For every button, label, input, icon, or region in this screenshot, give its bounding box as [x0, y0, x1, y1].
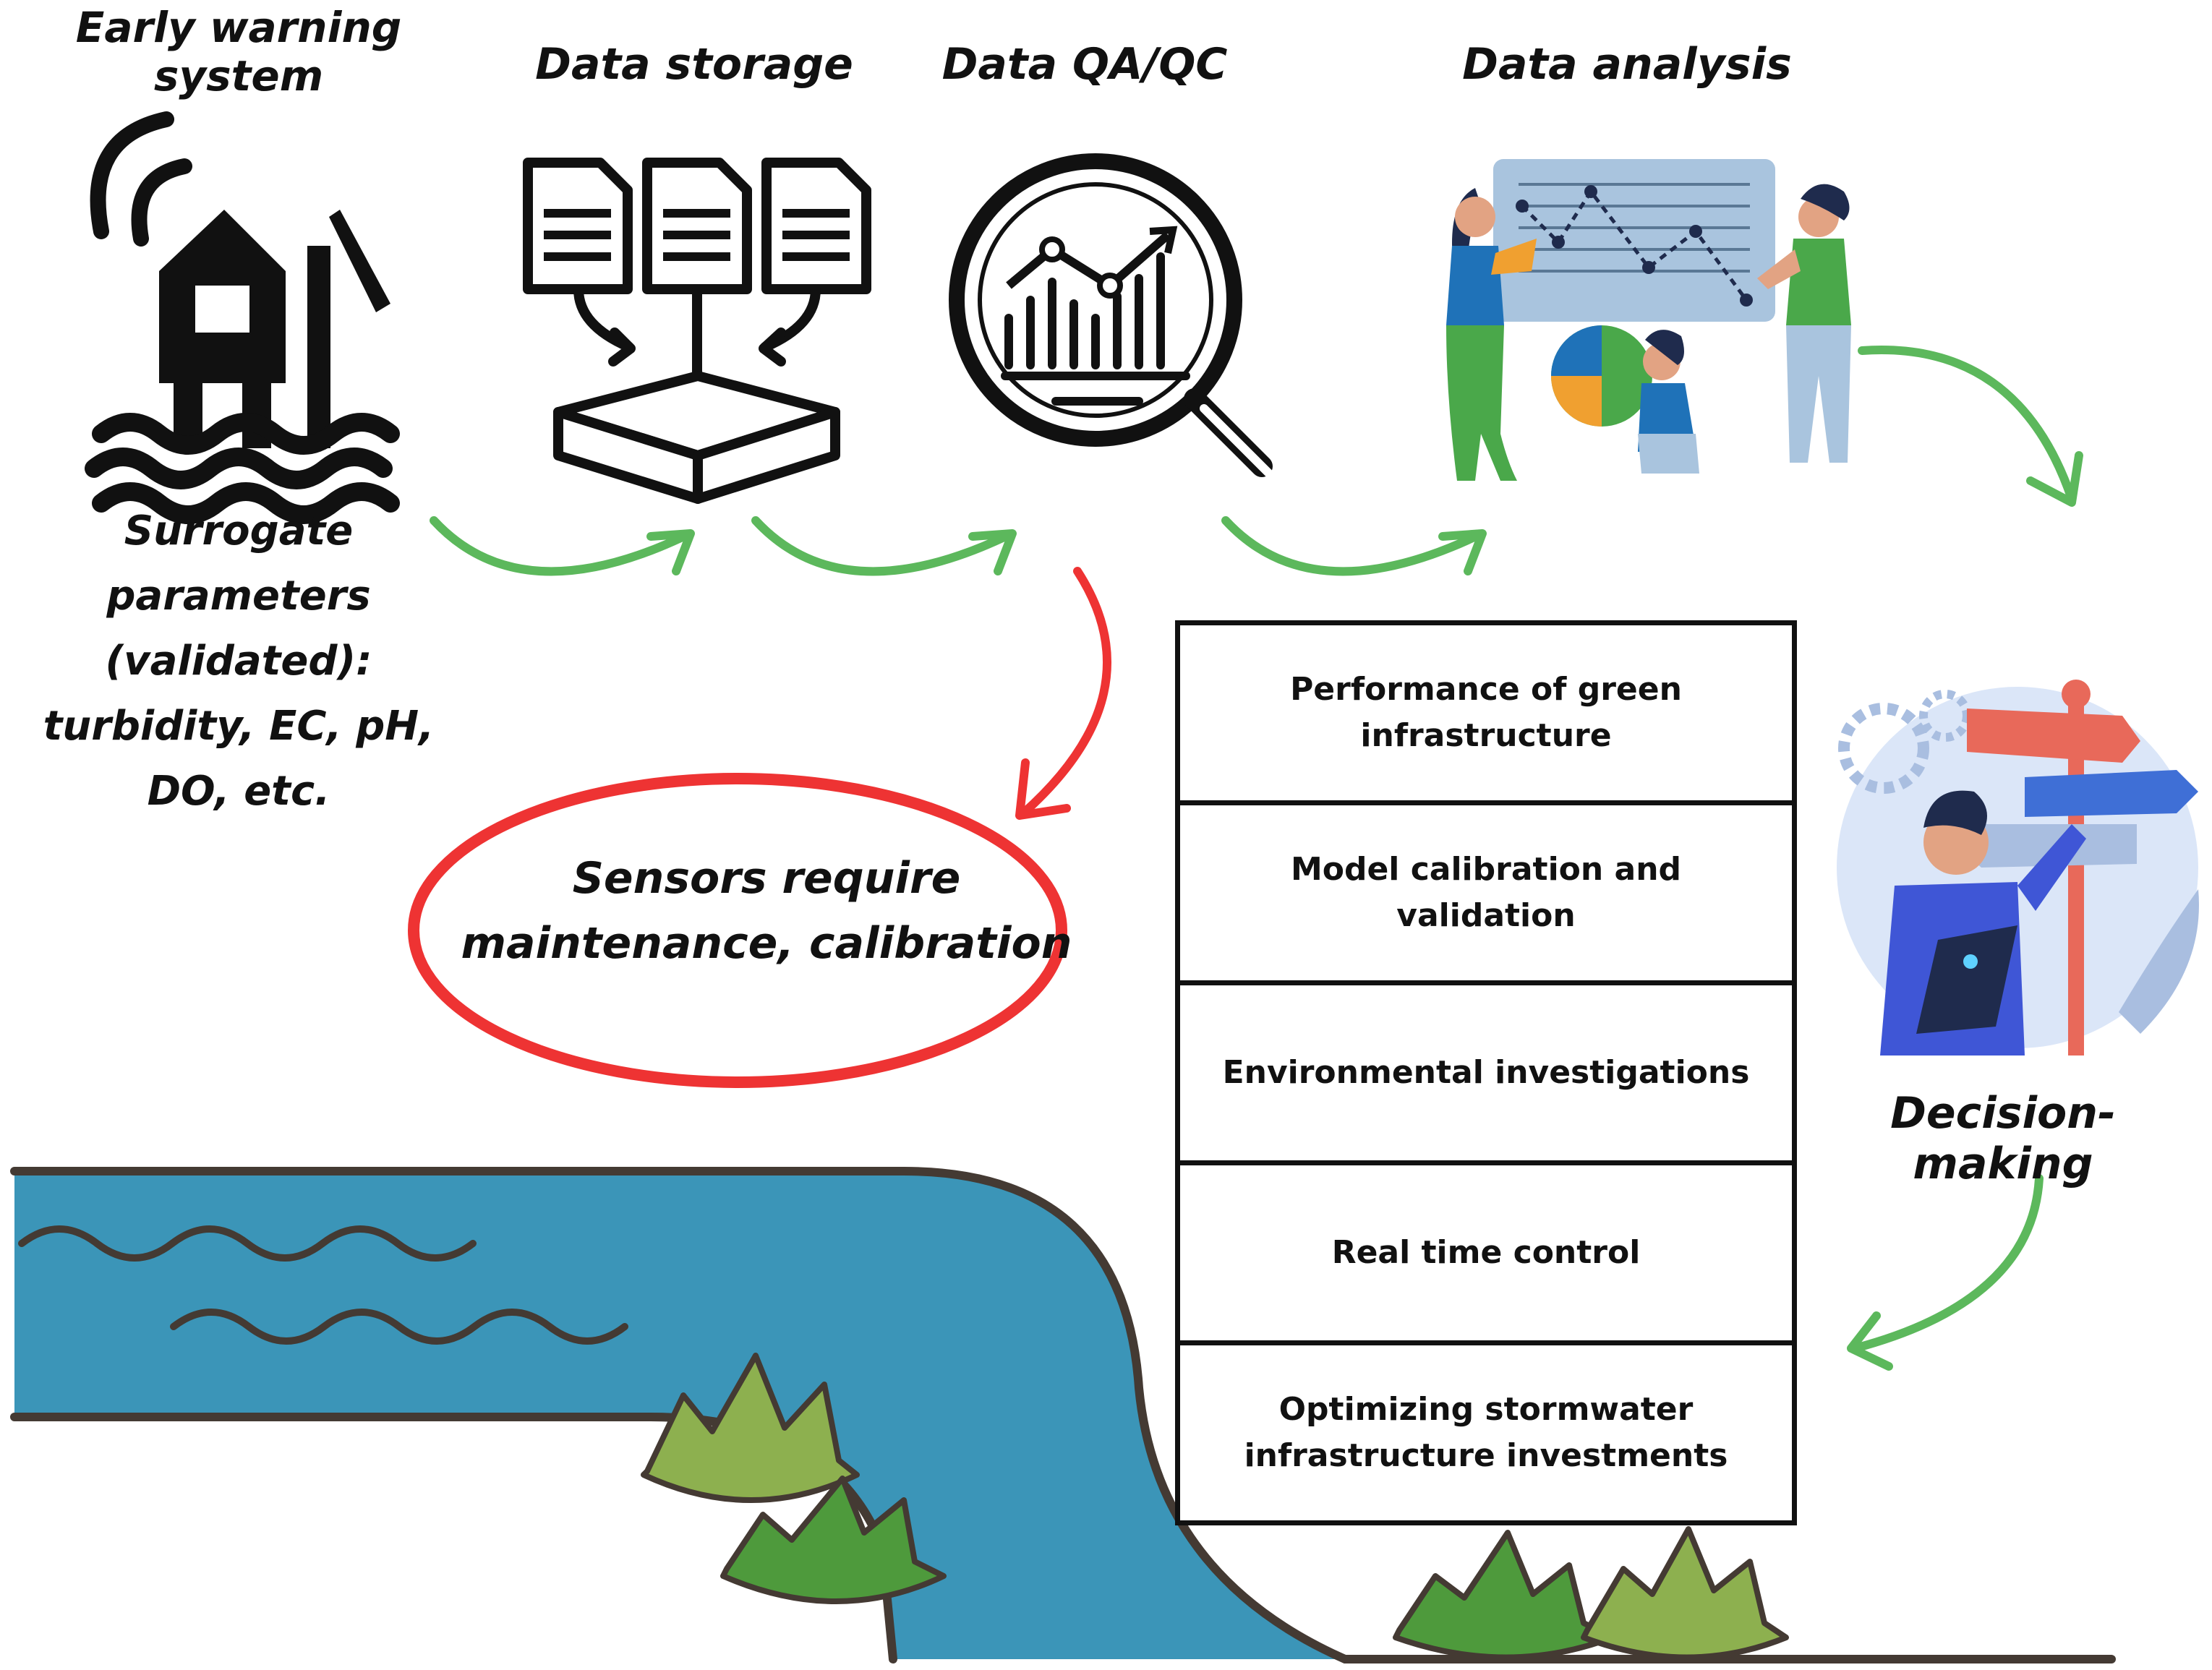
application-item: Model calibration and validation: [1180, 805, 1792, 985]
arrow-to-sensor-note-head: [1015, 758, 1071, 820]
arrow-to-analysis-head: [1438, 529, 1487, 575]
title-data-storage: Data storage: [535, 39, 853, 90]
plant-2: [720, 1476, 947, 1604]
sensor-note-line-2: maintenance, calibration: [461, 918, 1072, 969]
arrow-to-qaqc-head: [968, 529, 1017, 575]
surrogate-line-5: DO, etc.: [147, 768, 330, 815]
sensor-note-line-1: Sensors require: [572, 853, 961, 904]
arrow-to-applications-head: [1847, 1311, 1893, 1371]
river-upper-outline: [10, 1167, 2116, 1663]
surrogate-line-2: parameters: [106, 573, 371, 620]
surrogate-line-3: (validated):: [105, 638, 372, 685]
title-early-warning-system: Early warning system: [75, 3, 402, 100]
surrogate-line-1: Surrogate: [124, 508, 354, 554]
arrow-to-data-storage-head: [646, 529, 695, 575]
application-item: Performance of green infrastructure: [1180, 625, 1792, 805]
application-item: Real time control: [1180, 1165, 1792, 1345]
arrow-to-applications: [1850, 1174, 2044, 1353]
sensor-note-ellipse: [408, 773, 1067, 1088]
wave-line-upper: [18, 1225, 477, 1262]
plant-4: [1581, 1526, 1789, 1661]
applications-table: Performance of green infrastructure Mode…: [1175, 620, 1797, 1525]
application-item: Environmental investigations: [1180, 985, 1792, 1165]
arrow-to-qaqc: [751, 516, 1013, 576]
wave-line-lower: [170, 1309, 628, 1345]
arrow-to-sensor-note: [1019, 567, 1111, 818]
arrow-to-data-storage: [430, 516, 691, 576]
surrogate-line-4: turbidity, EC, pH,: [43, 703, 435, 750]
decision-making-label: Decision-making: [1890, 1088, 2116, 1189]
arrow-to-decision-head: [2026, 451, 2083, 507]
arrow-to-decision: [1858, 346, 2076, 503]
plant-3: [1393, 1530, 1615, 1661]
title-data-qaqc: Data QA/QC: [941, 39, 1228, 90]
title-data-analysis: Data analysis: [1462, 39, 1792, 90]
application-item: Optimizing stormwater infrastructure inv…: [1244, 1391, 1728, 1474]
sensor-note-text: Sensors require maintenance, calibration: [434, 846, 1099, 976]
surrogate-parameters-text: Surrogate parameters (validated): turbid…: [22, 499, 456, 824]
arrow-to-analysis: [1221, 516, 1483, 576]
plant-1: [641, 1353, 860, 1503]
